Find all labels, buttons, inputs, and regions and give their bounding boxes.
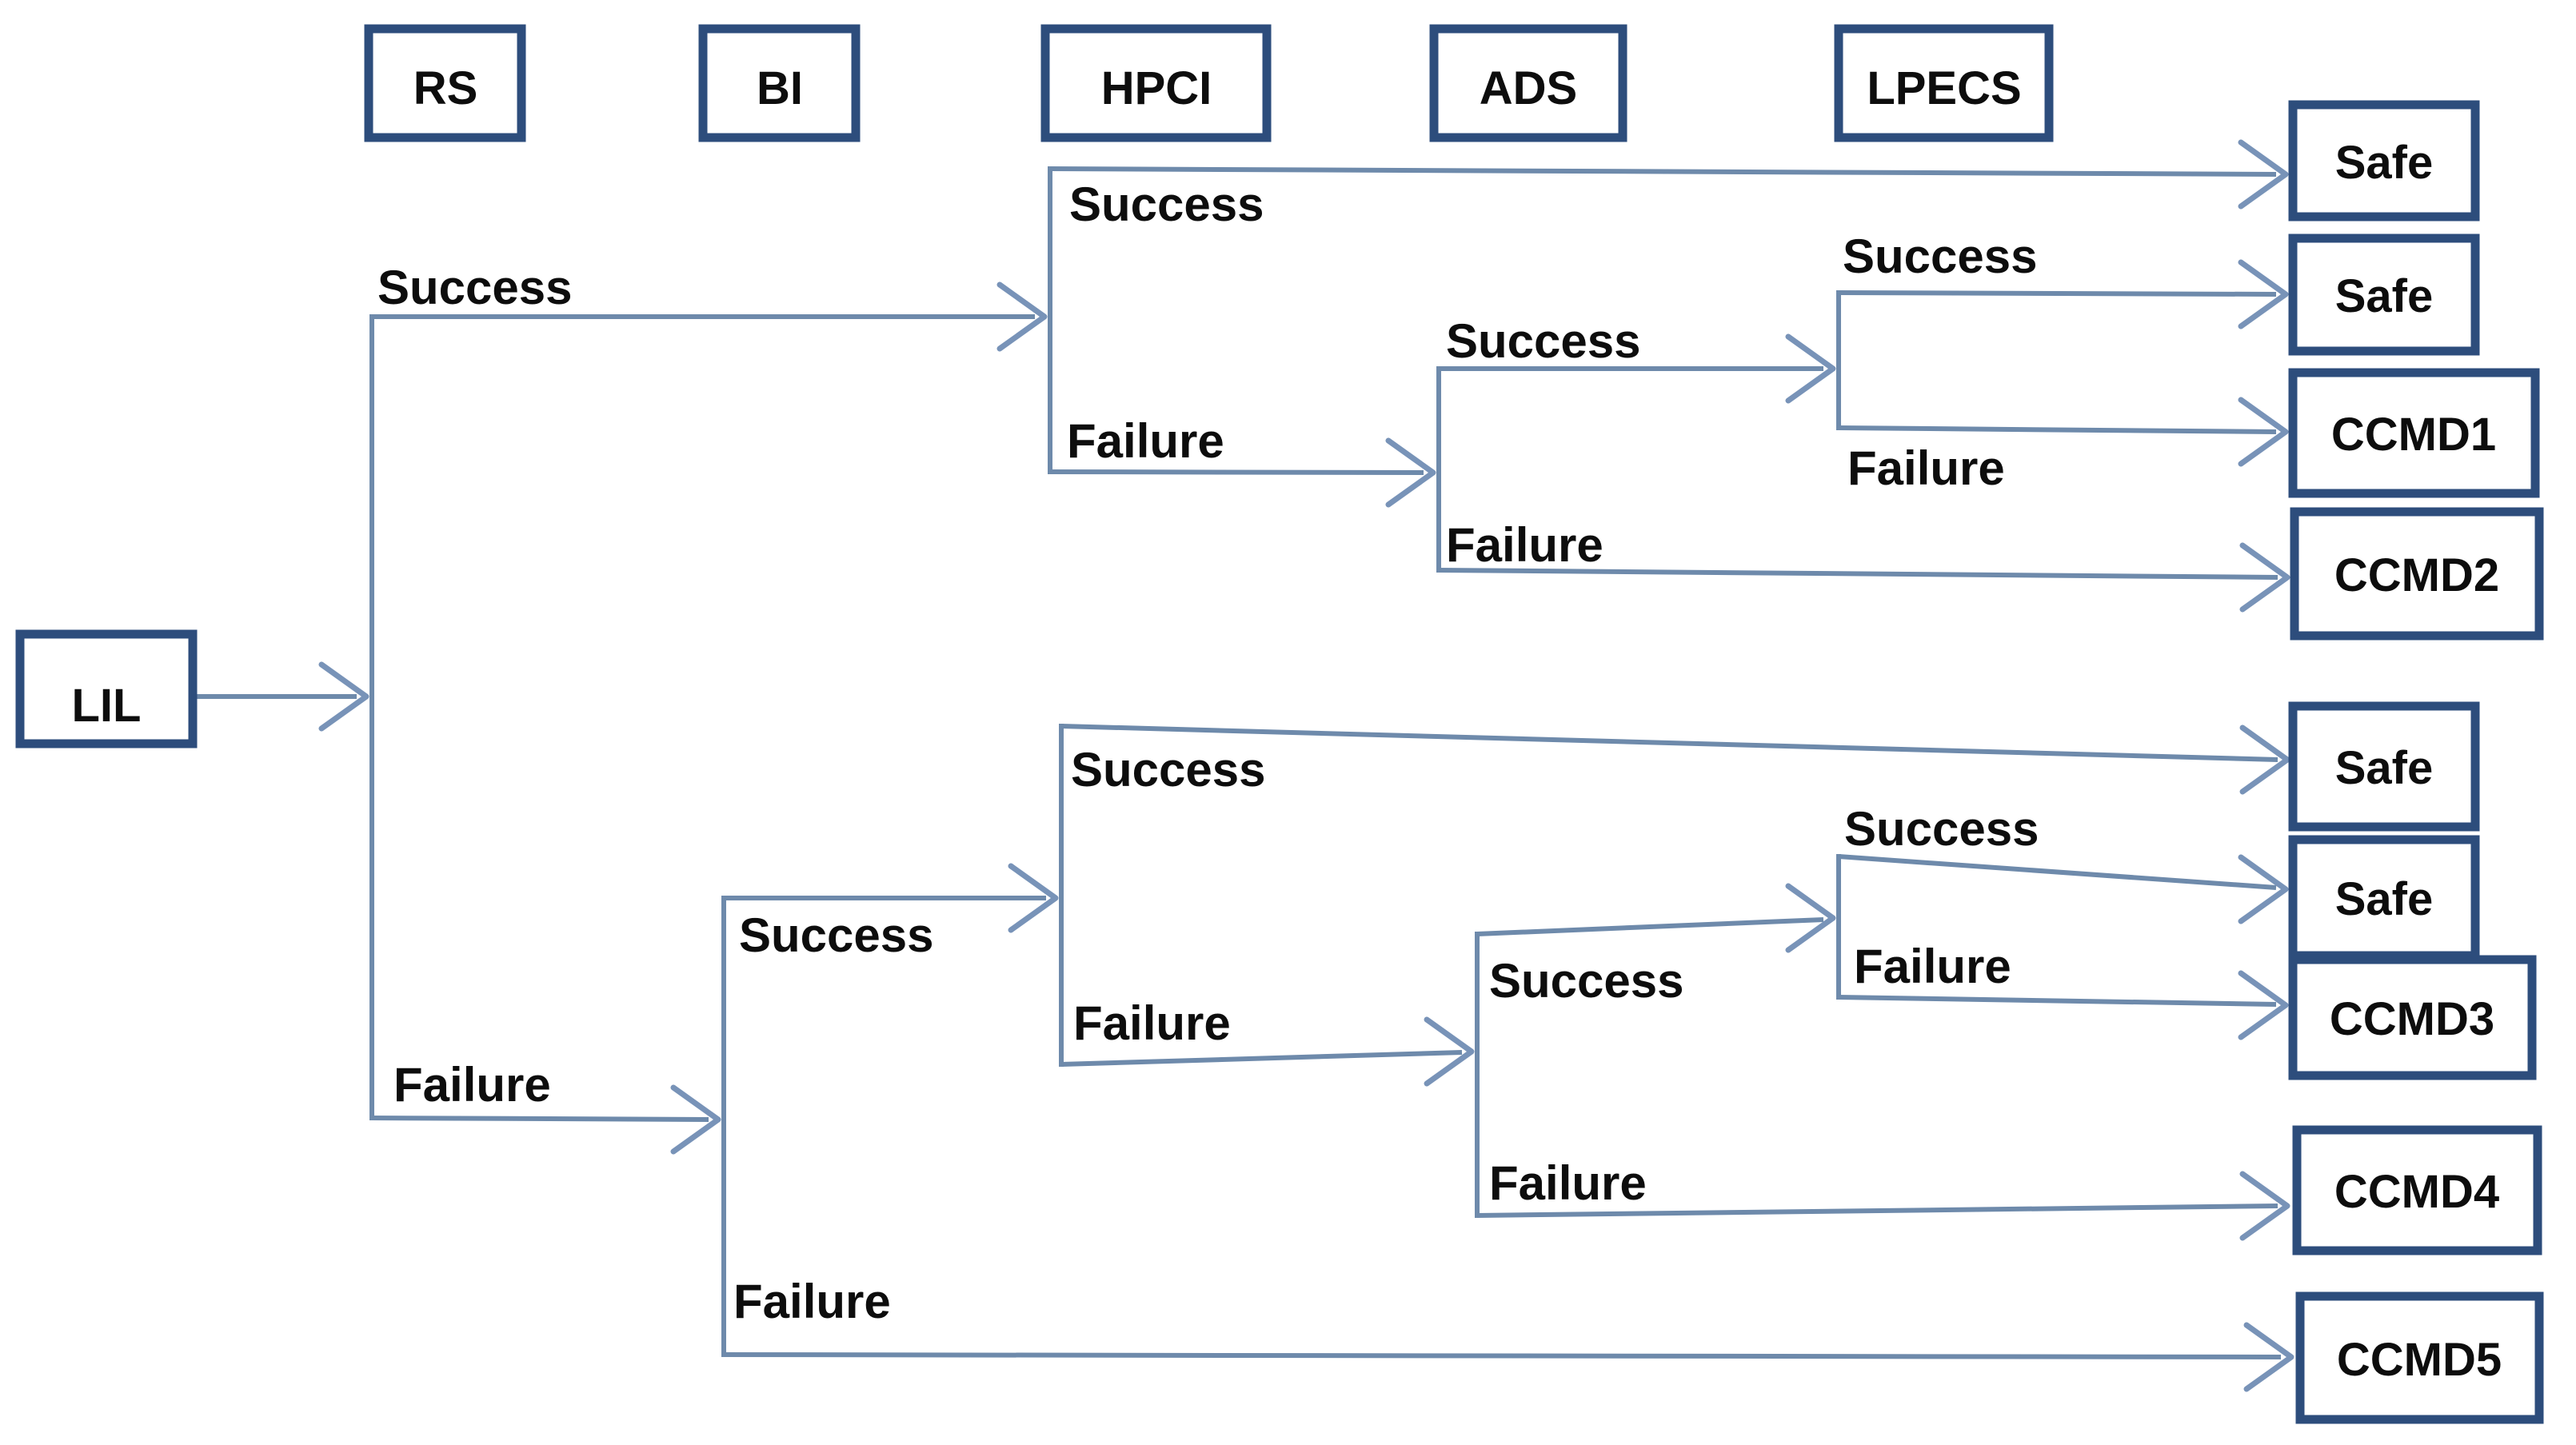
end-state-nodes: Safe Safe CCMD1 CCMD2 Safe Safe CCMD3 C	[2288, 100, 2544, 1424]
branch-labels: Success Failure Success Failure Success …	[377, 178, 2039, 1328]
arrow-ads1-failure-icon	[2239, 542, 2290, 613]
branch-label-lpecs1-success: Success	[1843, 230, 2038, 283]
arrow-hpci2-success-icon	[2239, 724, 2290, 795]
end-state-box	[2288, 234, 2480, 356]
end-state-box	[2290, 507, 2544, 641]
edge-lpecs2-failure	[1838, 995, 2277, 1007]
end-state-safe-2: Safe	[2288, 234, 2480, 356]
edge-lpecs2-success	[1838, 854, 2277, 890]
end-state-box	[2288, 701, 2480, 832]
end-state-label: CCMD3	[2330, 993, 2494, 1045]
end-state-label: CCMD2	[2334, 549, 2499, 601]
arrow-hpci1-failure-icon	[1385, 437, 1436, 508]
end-state-label: Safe	[2335, 873, 2434, 925]
end-state-label: CCMD4	[2334, 1166, 2499, 1218]
branch-label-bi-failure: Failure	[733, 1275, 891, 1328]
end-state-label: CCMD5	[2337, 1334, 2502, 1386]
edge-hpci2-failure	[1060, 1050, 1463, 1067]
ads-label: ADS	[1480, 62, 1577, 114]
branch-label-ads2-success: Success	[1489, 954, 1684, 1008]
branch-label-bi-success: Success	[739, 908, 934, 962]
branch-label-rs-success: Success	[377, 261, 573, 314]
lil-label: LIL	[72, 680, 142, 732]
node-ads: ADS	[1429, 24, 1627, 142]
branch-label-ads1-failure: Failure	[1446, 518, 1604, 572]
lil-box	[15, 629, 198, 748]
arrow-lpecs2-failure-icon	[2238, 970, 2289, 1040]
branch-label-hpci2-success: Success	[1071, 743, 1266, 796]
hpci-label: HPCI	[1101, 62, 1212, 114]
node-rs: RS	[364, 24, 526, 142]
edge-bi-failure	[723, 1352, 2282, 1359]
edge-rs-failure	[371, 1116, 709, 1122]
arrow-bi-failure-icon	[2243, 1322, 2294, 1392]
end-state-box	[2288, 100, 2480, 222]
end-state-safe-4: Safe	[2288, 835, 2480, 960]
end-state-safe-3: Safe	[2288, 701, 2480, 832]
arrow-ads1-success-icon	[1785, 333, 1836, 404]
header-nodes: RS BI HPCI ADS LPECS	[364, 24, 2054, 142]
arrow-lpecs2-success-icon	[2238, 854, 2289, 924]
edge-hpci2-success	[1060, 724, 2278, 762]
arrow-rs-failure-icon	[670, 1084, 721, 1155]
branch-label-hpci2-failure: Failure	[1073, 996, 1231, 1050]
node-bi: BI	[698, 24, 861, 142]
branch-label-ads1-success: Success	[1446, 314, 1641, 368]
end-state-label: Safe	[2335, 137, 2434, 189]
end-state-box	[2295, 1291, 2544, 1424]
arrow-ads2-failure-icon	[2239, 1171, 2290, 1241]
arrow-rs-success-icon	[996, 281, 1048, 352]
end-state-box	[2292, 1125, 2542, 1255]
edge-ads2-failure	[1476, 1204, 2278, 1218]
end-state-safe-1: Safe	[2288, 100, 2480, 222]
arrow-ads2-success-icon	[1785, 883, 1836, 953]
arrow-hpci2-failure-icon	[1424, 1016, 1475, 1087]
bi-box	[698, 24, 861, 142]
lpecs-box	[1834, 24, 2054, 142]
branch-label-lpecs1-failure: Failure	[1847, 441, 2005, 495]
edge-ads2-success	[1476, 917, 1824, 936]
edge-lpecs1-failure	[1838, 425, 2277, 434]
branch-label-lpecs2-success: Success	[1844, 802, 2039, 856]
node-hpci: HPCI	[1040, 24, 1272, 142]
branch-label-hpci1-failure: Failure	[1067, 414, 1224, 468]
end-state-ccmd4: CCMD4	[2292, 1125, 2542, 1255]
end-state-ccmd3: CCMD3	[2288, 955, 2537, 1080]
edge-lpecs1-success	[1838, 290, 2277, 297]
branch-label-lpecs2-failure: Failure	[1854, 940, 2011, 993]
edge-ads1-failure	[1438, 568, 2278, 580]
branch-label-hpci1-success: Success	[1069, 178, 1264, 231]
rs-box	[364, 24, 526, 142]
tree-connectors	[194, 166, 2282, 1359]
node-lpecs: LPECS	[1834, 24, 2054, 142]
hpci-box	[1040, 24, 1272, 142]
arrow-lpecs1-failure-icon	[2238, 397, 2289, 467]
arrow-lil-to-rs-icon	[318, 661, 369, 732]
bi-label: BI	[757, 62, 803, 114]
end-state-box	[2288, 835, 2480, 960]
arrow-hpci1-success-icon	[2238, 139, 2289, 210]
ads-box	[1429, 24, 1627, 142]
end-state-ccmd1: CCMD1	[2288, 368, 2540, 498]
end-state-label: Safe	[2335, 742, 2434, 794]
branch-label-ads2-failure: Failure	[1489, 1156, 1647, 1210]
end-state-ccmd5: CCMD5	[2295, 1291, 2544, 1424]
end-state-box	[2288, 368, 2540, 498]
arrow-lpecs1-success-icon	[2238, 259, 2289, 329]
edge-hpci1-success	[1049, 166, 2277, 177]
edge-hpci1-failure	[1049, 469, 1424, 475]
end-state-ccmd2: CCMD2	[2290, 507, 2544, 641]
tree-arrowheads	[318, 139, 2294, 1392]
rs-label: RS	[413, 62, 478, 114]
node-lil: LIL	[15, 629, 198, 748]
end-state-label: Safe	[2335, 270, 2434, 322]
end-state-box	[2288, 955, 2537, 1080]
arrow-bi-success-icon	[1008, 863, 1059, 933]
end-state-label: CCMD1	[2331, 409, 2496, 461]
branch-label-rs-failure: Failure	[393, 1058, 551, 1112]
lpecs-label: LPECS	[1867, 62, 2021, 114]
